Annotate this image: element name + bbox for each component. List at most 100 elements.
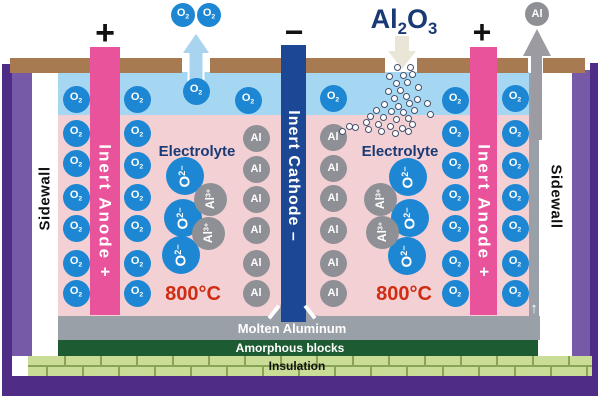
o2-molecule: O2 <box>123 85 151 113</box>
species-label: O2 <box>130 220 144 234</box>
brick-mortar-line <box>406 366 408 376</box>
frame-right-outer <box>590 63 598 396</box>
brick-mortar-line <box>280 356 282 366</box>
aluminum-ion: Al3+ <box>191 216 225 250</box>
species-label: Al <box>250 223 262 236</box>
brick-mortar-line <box>118 366 120 376</box>
plus-symbol-left: + <box>95 14 115 52</box>
o2-molecule: O2 <box>441 86 469 114</box>
aluminum-atom: Al <box>242 216 270 244</box>
brick-mortar-line <box>82 366 84 376</box>
alumina-particle <box>338 127 346 135</box>
alumina-particle <box>366 112 374 120</box>
alumina-particle <box>404 127 412 135</box>
alumina-particle <box>372 106 380 114</box>
alumina-el2: O <box>406 4 428 34</box>
species-label: O2 <box>448 255 462 269</box>
alumina-particle <box>392 79 400 87</box>
species-label: O2 <box>508 157 522 171</box>
plus-symbol-right: + <box>472 14 492 50</box>
species-label: O2 <box>508 189 522 203</box>
inert-anode-right <box>470 47 497 315</box>
brick-mortar-line <box>370 366 372 376</box>
alumina-particle <box>345 122 353 130</box>
o2-molecule: O2 <box>501 214 529 242</box>
species-label: O2 <box>130 157 144 171</box>
alumina-particle <box>379 113 387 121</box>
species-label: Al <box>531 7 543 20</box>
species-label: Al <box>327 223 339 236</box>
o2-molecule: O2 <box>123 151 151 179</box>
o2-molecule: O2 <box>62 183 90 211</box>
o2-molecule: O2 <box>182 77 210 105</box>
brick-mortar-line <box>154 366 156 376</box>
aluminum-atom: Al <box>242 185 270 213</box>
alumina-particle <box>384 87 392 95</box>
inert-anode-left <box>90 47 120 315</box>
aluminum-ion: Al3+ <box>365 215 399 249</box>
alumina-particle <box>385 72 393 80</box>
species-label: O2 <box>69 285 83 299</box>
species-label: O2 <box>448 285 462 299</box>
alumina-particle <box>392 115 400 123</box>
o2-molecule: O2 <box>234 86 262 114</box>
riser-up-arrow-icon: ↑ <box>530 300 538 317</box>
frame-left-outer <box>2 64 12 396</box>
species-label: Al <box>250 256 262 269</box>
o2-molecule: O2 <box>501 279 529 307</box>
o2-molecule: O2 <box>62 85 90 113</box>
species-label: Al <box>327 191 339 204</box>
molten-aluminum-label: Molten Aluminum <box>237 321 347 336</box>
alumina-particle <box>423 99 431 107</box>
o2-molecule: O2 <box>441 279 469 307</box>
alumina-particle <box>414 83 422 91</box>
brick-mortar-line <box>388 356 390 366</box>
frame-left-inner <box>12 72 32 356</box>
aluminum-atom: Al <box>242 155 270 183</box>
aluminum-atom: Al <box>319 249 347 277</box>
o2-molecule: O2 <box>441 119 469 147</box>
o2-molecule: O2 <box>62 119 90 147</box>
brick-mortar-line <box>496 356 498 366</box>
species-label: Al <box>250 162 262 175</box>
o2-molecule: O2 <box>501 151 529 179</box>
species-label: O2 <box>69 255 83 269</box>
species-label: O2 <box>448 220 462 234</box>
species-label: Al <box>327 161 339 174</box>
brick-mortar-line <box>244 356 246 366</box>
species-label: Al <box>327 256 339 269</box>
alumina-sub1: 2 <box>397 18 407 38</box>
aluminum-atom: Al <box>319 216 347 244</box>
brick-mortar-line <box>46 366 48 376</box>
species-label: O2 <box>189 83 203 97</box>
oxide-ion: O2− <box>389 158 427 196</box>
species-label: O2 <box>508 285 522 299</box>
o2-molecule: O2 <box>441 214 469 242</box>
species-label: O2 <box>69 125 83 139</box>
o2-molecule: O2 <box>441 249 469 277</box>
brick-mortar-line <box>514 366 516 376</box>
species-label: O2 <box>130 285 144 299</box>
species-label: O2 <box>176 7 190 21</box>
species-label: O2 <box>69 220 83 234</box>
species-label: O2 <box>508 220 522 234</box>
alumina-particle <box>408 120 416 128</box>
aluminum-atom: Al <box>242 249 270 277</box>
o2-molecule: O2 <box>197 3 221 27</box>
o2-molecule: O2 <box>441 183 469 211</box>
o2-molecule: O2 <box>123 119 151 147</box>
alumina-sub2: 3 <box>428 18 438 38</box>
temperature-label-right: 800°C <box>376 283 432 305</box>
alumina-particle <box>374 120 382 128</box>
alumina-particle <box>380 100 388 108</box>
brick-mortar-line <box>334 366 336 376</box>
brick-mortar-line <box>136 356 138 366</box>
brick-mortar-line <box>190 366 192 376</box>
alumina-particle <box>377 127 385 135</box>
species-label: O2 <box>69 189 83 203</box>
aluminum-atom: Al <box>319 184 347 212</box>
aluminum-ion: Al3+ <box>363 182 397 216</box>
alumina-particle <box>408 70 416 78</box>
